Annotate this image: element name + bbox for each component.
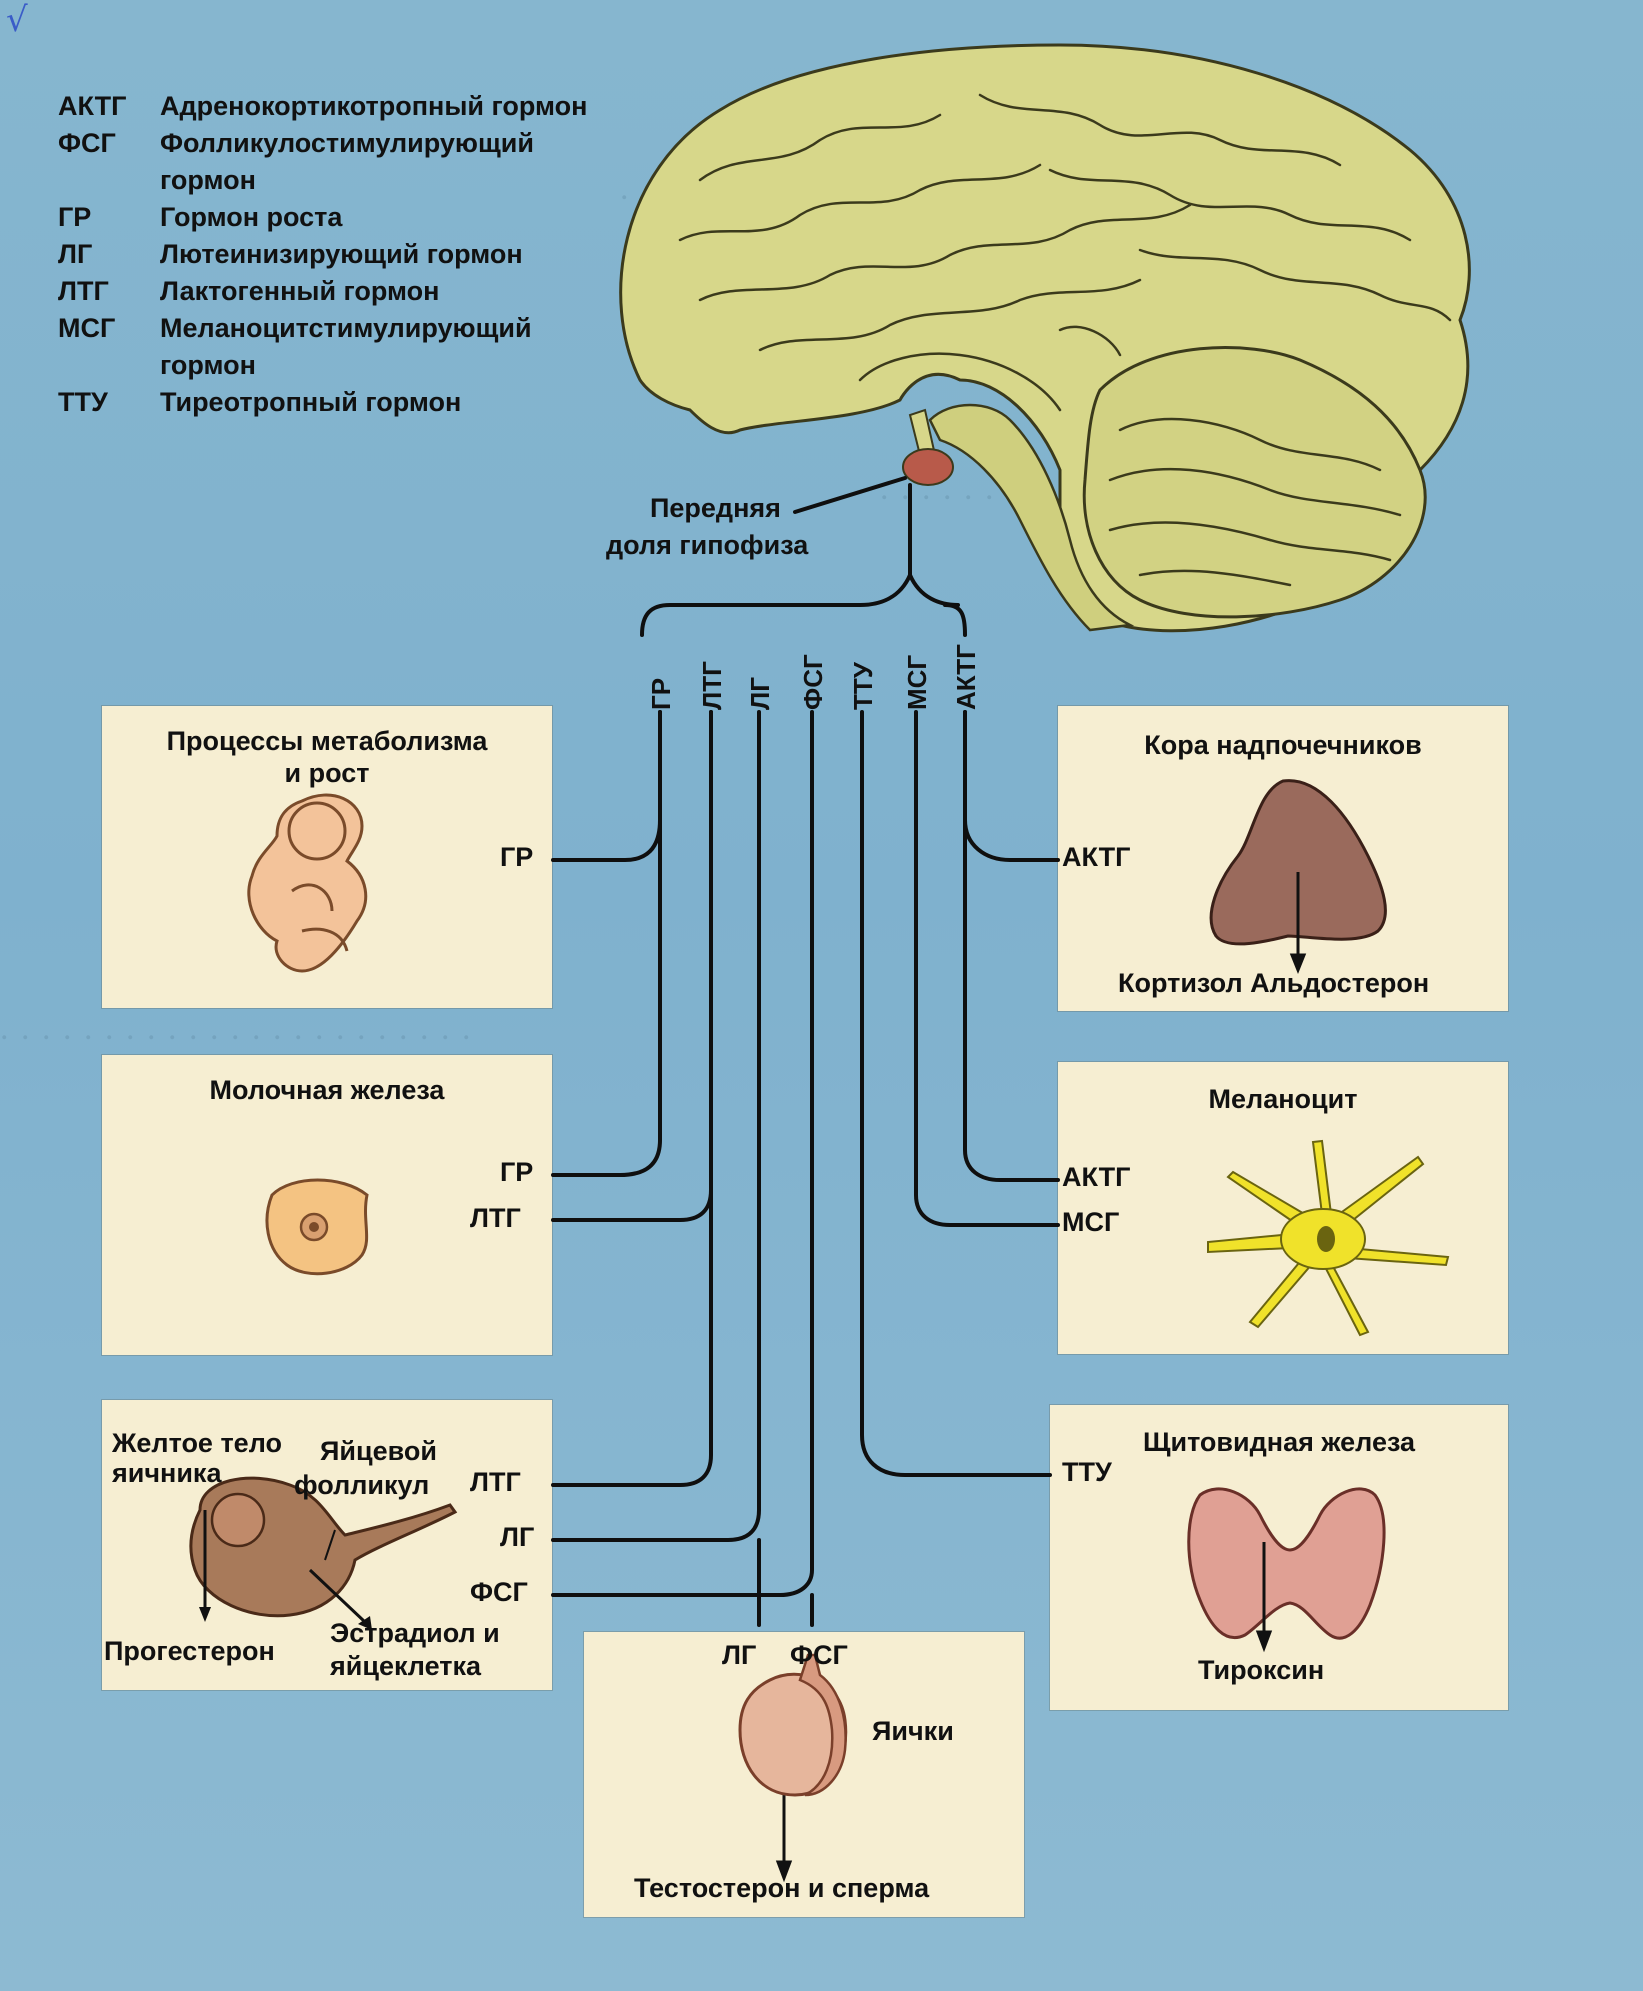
panel-metabolism-title2: и рост	[284, 758, 370, 788]
legend-abbreviation: ТТУ	[58, 387, 108, 417]
ovary-corpus-label1: Желтое тело	[112, 1428, 282, 1458]
label-ovary-lg: ЛГ	[500, 1522, 535, 1552]
brainstem-shape	[928, 403, 1135, 632]
legend-definition: Тиреотропный гормон	[160, 387, 462, 417]
legend-row: ФСГ Фолликулостимулирующий гормон	[58, 125, 618, 199]
label-melanocyte-aktg: АКТГ	[1062, 1162, 1131, 1192]
trunk-label-ltg: ЛТГ	[697, 661, 727, 710]
panel-metabolism: Процессы метаболизма и рост	[102, 706, 552, 1008]
label-melanocyte-msg: МСГ	[1062, 1207, 1120, 1237]
legend-abbreviation: АКТГ	[58, 91, 127, 121]
legend-abbreviation: ГР	[58, 202, 92, 232]
legend-row: ГР Гормон роста	[58, 199, 618, 236]
ovary-output-right2: яйцеклетка	[330, 1651, 482, 1681]
testis-illustration	[738, 1653, 848, 1797]
trunk-label-lg: ЛГ	[745, 677, 775, 710]
legend-row: МСГ Меланоцитстимулирующий гормон	[58, 310, 618, 384]
legend-row: ЛТГ Лактогенный гормон	[58, 273, 618, 310]
panel-mammary-title: Молочная железа	[209, 1075, 445, 1105]
legend-definition: Адренокортикотропный гормон	[160, 91, 588, 121]
ovary-illustration	[189, 1476, 458, 1630]
panel-thyroid-title: Щитовидная железа	[1142, 1427, 1416, 1457]
label-metabolism-gr: ГР	[500, 842, 534, 872]
pituitary-label-line2: доля гипофиза	[606, 530, 809, 560]
panel-melanocyte: Меланоцит	[1058, 1062, 1508, 1354]
anterior-pituitary	[902, 448, 954, 486]
ovary-output-left: Прогестерон	[104, 1636, 275, 1666]
trunk-label-msg: МСГ	[902, 654, 932, 710]
testes-title: Яички	[872, 1716, 954, 1746]
label-testes-fsg: ФСГ	[790, 1640, 848, 1670]
legend-definition: Лактогенный гормон	[160, 276, 440, 306]
legend-abbreviation: ЛГ	[58, 239, 93, 269]
embryo-illustration	[247, 793, 368, 973]
panel-metabolism-title1: Процессы метаболизма	[166, 726, 488, 756]
ovary-follicle-label2: фолликул	[294, 1470, 430, 1500]
legend-abbreviation: ФСГ	[58, 128, 116, 158]
thyroid-illustration	[1187, 1487, 1386, 1640]
legend-definition: Гормон роста	[160, 202, 343, 232]
label-adrenal-aktg: АКТГ	[1062, 842, 1131, 872]
trunk-label-aktg: АКТГ	[951, 644, 981, 710]
panel-thyroid: Щитовидная железа	[1050, 1405, 1508, 1710]
adrenal-output: Кортизол Альдостерон	[1118, 968, 1430, 998]
label-ovary-fsg: ФСГ	[470, 1577, 528, 1607]
legend-abbreviation: ЛТГ	[58, 276, 109, 306]
thyroid-output: Тироксин	[1198, 1655, 1325, 1685]
check-mark-icon: √	[6, 0, 28, 40]
testes-output: Тестостерон и сперма	[634, 1873, 930, 1903]
panel-melanocyte-title: Меланоцит	[1208, 1084, 1358, 1114]
trunk-label-fsg: ФСГ	[798, 654, 828, 710]
panel-adrenal-title: Кора надпочечников	[1144, 730, 1422, 760]
ovary-follicle-label1: Яйцевой	[320, 1436, 437, 1466]
label-thyroid-ttu: ТТУ	[1062, 1457, 1112, 1487]
label-mammary-gr: ГР	[500, 1157, 534, 1187]
trunk-label-ttu: ТТУ	[848, 662, 878, 710]
melanocyte-illustration	[1207, 1139, 1450, 1337]
adrenal-illustration	[1209, 779, 1387, 946]
legend-abbreviation: МСГ	[58, 313, 116, 343]
label-mammary-ltg: ЛТГ	[470, 1203, 521, 1233]
ovary-output-right1: Эстрадиол и	[330, 1618, 500, 1648]
legend-row: ЛГ Лютеинизирующий гормон	[58, 236, 618, 273]
trunk-label-gr: ГР	[646, 677, 676, 710]
mammary-illustration	[265, 1178, 369, 1276]
panel-mammary: Молочная железа	[102, 1055, 552, 1355]
legend-definition: Фолликулостимулирующий гормон	[160, 128, 534, 195]
pituitary-label-line1: Передняя	[650, 493, 781, 523]
background-text: . . . . . . . . . . . . . . . . . . . . …	[0, 1010, 473, 1047]
panel-adrenal: Кора надпочечников Кортизол Альдостерон	[1058, 706, 1508, 1011]
label-ovary-ltg: ЛТГ	[470, 1467, 521, 1497]
legend-row: АКТГ Адренокортикотропный гормон	[58, 88, 618, 125]
legend-definition: Меланоцитстимулирующий гормон	[160, 313, 532, 380]
cerebellum-shape	[1082, 346, 1427, 619]
legend-row: ТТУ Тиреотропный гормон	[58, 384, 618, 421]
label-testes-lg: ЛГ	[722, 1640, 757, 1670]
ovary-corpus-label2: яичника	[112, 1458, 222, 1488]
legend-definition: Лютеинизирующий гормон	[160, 239, 523, 269]
